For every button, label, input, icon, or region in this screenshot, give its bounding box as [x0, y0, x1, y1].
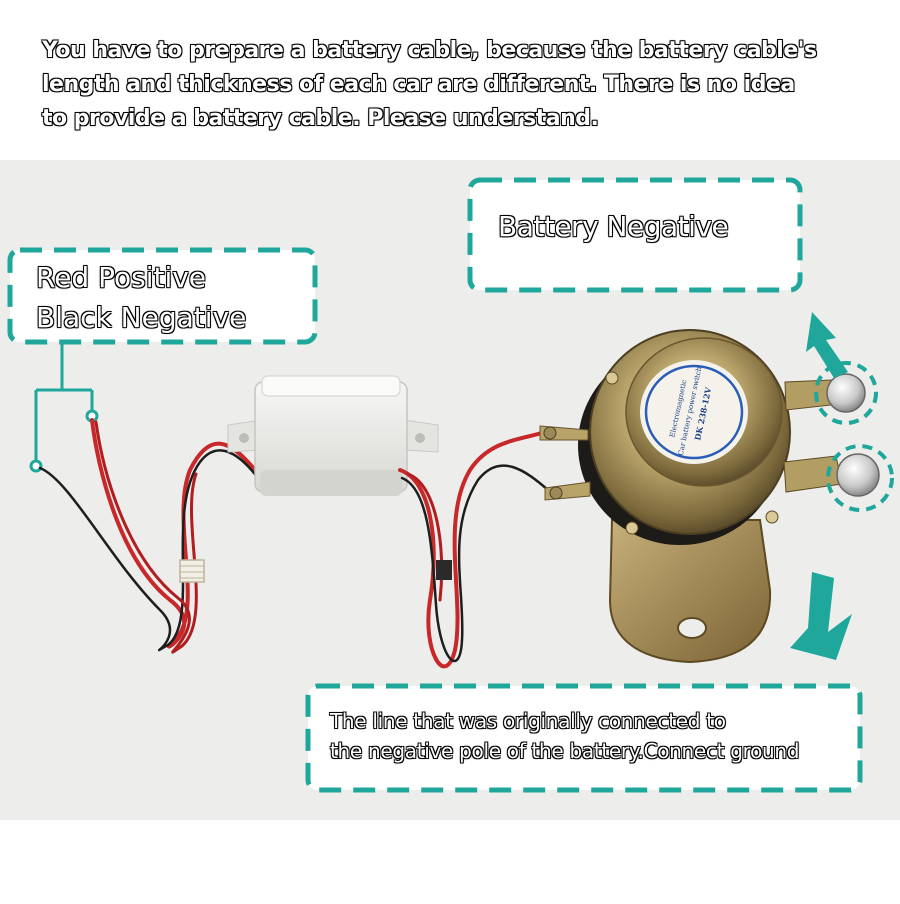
battery-switch: Electromagnetic Car battery power switch… — [539, 329, 843, 664]
battery-negative-callout-box — [467, 177, 803, 293]
cable-notice-line2: length and thickness of each car are dif… — [42, 72, 795, 97]
left-wire-tie — [179, 559, 205, 583]
up-arrow-icon — [806, 312, 848, 378]
wire-leader-lines — [34, 342, 94, 462]
cable-notice: You have to prepare a battery cable, bec… — [42, 34, 862, 136]
right-wire-tie — [436, 560, 452, 580]
terminal-bolt-bottom — [836, 453, 880, 497]
bottom-margin — [0, 820, 900, 900]
terminal-bolt-top — [826, 373, 866, 413]
wire-colors-label: Red Positive Black Negative — [36, 258, 246, 338]
black-wire-marker — [29, 459, 43, 473]
top-terminal-highlight — [814, 361, 878, 425]
ground-callout-box — [305, 683, 863, 793]
red-positive-label: Red Positive — [36, 261, 207, 294]
ground-instruction-line1: The line that was originally connected t… — [330, 709, 726, 733]
cable-notice-line1: You have to prepare a battery cable, bec… — [42, 38, 817, 63]
black-negative-label: Black Negative — [36, 301, 247, 334]
ground-instruction-label: The line that was originally connected t… — [330, 706, 800, 766]
down-arrow-icon — [790, 572, 852, 660]
cable-notice-line3: to provide a battery cable. Please under… — [42, 106, 599, 131]
ground-instruction-line2: the negative pole of the battery.Connect… — [330, 739, 800, 763]
control-box — [227, 375, 439, 496]
bottom-terminal-highlight — [826, 444, 894, 512]
right-wire-harness — [398, 430, 550, 669]
wire-colors-callout-box — [7, 247, 318, 345]
battery-negative-label: Battery Negative — [498, 210, 729, 243]
